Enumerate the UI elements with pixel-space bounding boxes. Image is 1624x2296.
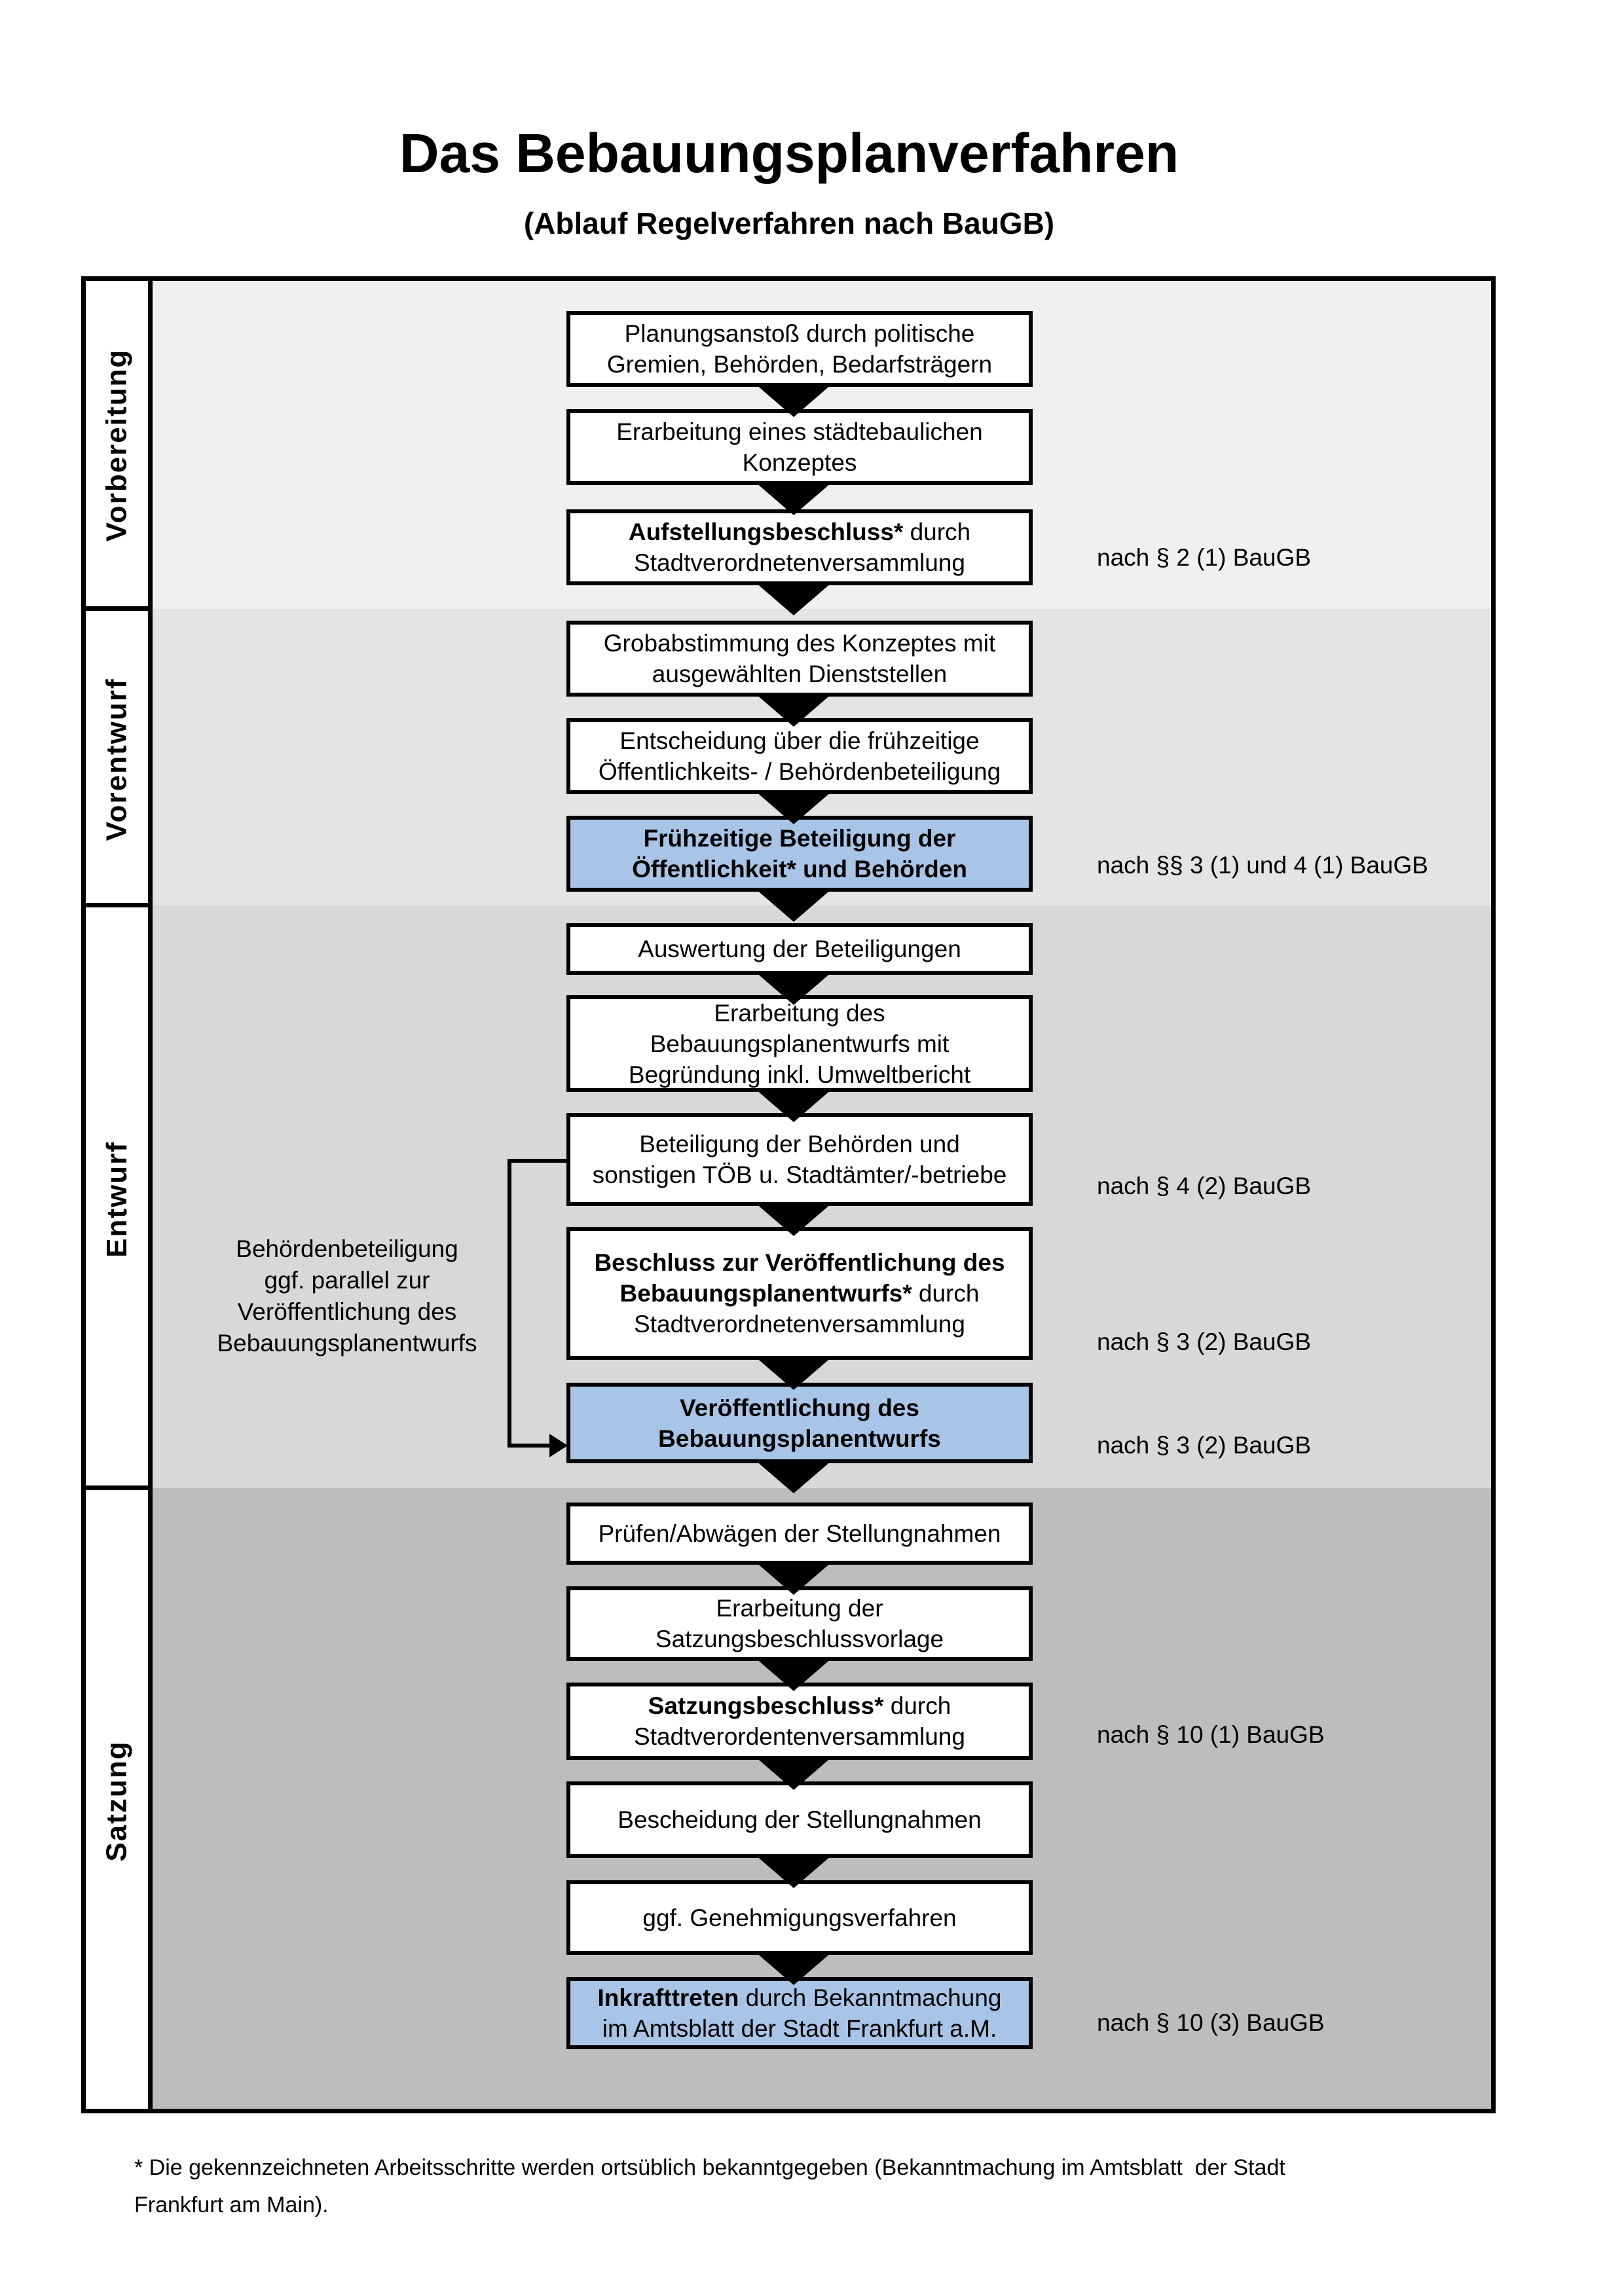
phase-divider — [86, 1485, 153, 1490]
step-text: Prüfen/Abwägen der Stellungnahmen — [598, 1520, 1001, 1547]
flow-arrow-icon — [756, 1855, 832, 1888]
flow-arrow-icon — [756, 483, 832, 515]
phase-label-vorbereitung: Vorbereitung — [86, 281, 148, 609]
flow-arrow-icon — [756, 889, 832, 922]
phase-label-satzung: Satzung — [86, 1493, 148, 2109]
flow-arrow-icon — [756, 1357, 832, 1390]
flowchart-frame: Vorbereitung Vorentwurf Entwurf Satzung … — [81, 276, 1496, 2113]
flow-arrow-icon — [756, 583, 832, 615]
step-box-auswertung: Auswertung der Beteiligungen — [566, 923, 1033, 975]
phase-label-text: Vorentwurf — [100, 678, 133, 841]
step-text-bold: Inkrafttreten — [597, 1984, 739, 2011]
page-title: Das Bebauungsplanverfahren — [399, 122, 1179, 184]
step-text: Auswertung der Beteiligungen — [638, 936, 961, 962]
step-text: Erarbeitung eines städtebaulichen Konzep… — [616, 418, 983, 476]
step-box-aufstellungsbeschluss: Aufstellungsbeschluss* durch Stadtverord… — [566, 509, 1033, 585]
step-box-inkrafttreten: Inkrafttreten durch Bekanntmachung im Am… — [566, 1977, 1033, 2049]
footnote: * Die gekennzeichneten Arbeitsschritte w… — [134, 2155, 1285, 2217]
page-subtitle: (Ablauf Regelverfahren nach BauGB) — [523, 206, 1055, 240]
phase-label-text: Entwurf — [100, 1140, 133, 1258]
bracket-arrowhead-icon — [549, 1434, 568, 1457]
bracket-line-vertical — [507, 1159, 511, 1448]
step-text: ggf. Genehmigungsverfahren — [642, 1904, 957, 1931]
phase-label-column — [86, 281, 148, 2109]
flow-arrow-icon — [756, 1952, 832, 1985]
flow-arrow-icon — [756, 972, 832, 1005]
legal-ref: nach § 2 (1) BauGB — [1097, 544, 1312, 571]
bracket-line-top — [507, 1159, 566, 1163]
legal-ref: nach § 3 (2) BauGB — [1097, 1328, 1312, 1355]
legal-ref: nach § 10 (1) BauGB — [1097, 1721, 1325, 1748]
step-box-konzept: Erarbeitung eines städtebaulichen Konzep… — [566, 409, 1033, 485]
step-box-planungsanstoss: Planungsanstoß durch politische Gremien,… — [566, 311, 1033, 387]
step-text-bold: Aufstellungsbeschluss* — [628, 519, 904, 545]
step-box-grobabstimmung: Grobabstimmung des Konzeptes mit ausgewä… — [566, 621, 1033, 697]
step-box-pruefen-abwaegen: Prüfen/Abwägen der Stellungnahmen — [566, 1503, 1033, 1565]
bracket-line-bottom — [507, 1444, 551, 1448]
step-box-bescheidung: Bescheidung der Stellungnahmen — [566, 1781, 1033, 1858]
step-box-genehmigungsverfahren: ggf. Genehmigungsverfahren — [566, 1880, 1033, 1955]
step-box-veroeffentlichung: Veröffentlichung des Bebauungsplanentwur… — [566, 1383, 1033, 1463]
step-text: Bescheidung der Stellungnahmen — [618, 1806, 982, 1833]
legal-ref: nach § 4 (2) BauGB — [1097, 1173, 1312, 1199]
flow-arrow-icon — [756, 1461, 832, 1493]
step-text: Grobabstimmung des Konzeptes mit ausgewä… — [603, 630, 996, 687]
step-box-beschluss-veroeffentlichung: Beschluss zur Veröffentlichung des Bebau… — [566, 1227, 1033, 1360]
phase-label-vorentwurf: Vorentwurf — [86, 613, 148, 905]
legal-ref: nach § 3 (2) BauGB — [1097, 1432, 1312, 1459]
flow-arrow-icon — [756, 1658, 832, 1691]
step-box-entscheidung: Entscheidung über die frühzeitige Öffent… — [566, 718, 1033, 794]
flow-arrow-icon — [756, 1757, 832, 1790]
step-text: durch Stadtverordnetenversammlung — [634, 519, 971, 576]
flowchart-inner: Vorbereitung Vorentwurf Entwurf Satzung … — [86, 281, 1491, 2109]
step-box-satzungsbeschluss: Satzungsbeschluss* durch Stadtverordente… — [566, 1683, 1033, 1760]
phase-column-border — [148, 281, 153, 2109]
step-text: Erarbeitung des Bebauungsplanentwurfs mi… — [628, 999, 971, 1088]
legal-ref: nach §§ 3 (1) und 4 (1) BauGB — [1097, 852, 1428, 879]
step-text: Erarbeitung der Satzungsbeschlussvorlage — [655, 1595, 944, 1652]
step-box-beteiligung-behoerden: Beteiligung der Behörden und sonstigen T… — [566, 1113, 1033, 1206]
step-text-bold: Satzungsbeschluss* — [648, 1692, 884, 1719]
phase-divider — [86, 606, 153, 611]
legal-ref: nach § 10 (3) BauGB — [1097, 2009, 1325, 2036]
flow-arrow-icon — [756, 694, 832, 727]
phase-label-text: Satzung — [100, 1740, 133, 1862]
phase-label-text: Vorbereitung — [100, 348, 133, 541]
parallel-note: Behördenbeteiligung ggf. parallel zur Ve… — [217, 1235, 477, 1357]
flow-arrow-icon — [756, 1089, 832, 1122]
step-text: Beteiligung der Behörden und sonstigen T… — [592, 1131, 1007, 1188]
flow-arrow-icon — [756, 1562, 832, 1595]
step-text: Planungsanstoß durch politische Gremien,… — [606, 320, 993, 378]
phase-divider — [86, 903, 153, 907]
step-box-erarbeitung-entwurf: Erarbeitung des Bebauungsplanentwurfs mi… — [566, 995, 1033, 1092]
step-text: Entscheidung über die frühzeitige Öffent… — [598, 727, 1001, 785]
step-text-bold: Veröffentlichung des Bebauungsplanentwur… — [658, 1394, 941, 1452]
step-text: durch Bekanntmachung im Amtsblatt der St… — [602, 1984, 1002, 2042]
flow-arrow-icon — [756, 384, 832, 417]
step-text: durch Stadtverordentenversammlung — [634, 1692, 965, 1750]
step-text-bold: Frühzeitige Beteiligung der Öffentlichke… — [632, 825, 967, 883]
step-box-fruehzeitige-beteiligung: Frühzeitige Beteiligung der Öffentlichke… — [566, 816, 1033, 892]
step-text: durch Stadtverordnetenversammlung — [634, 1280, 980, 1338]
flow-arrow-icon — [756, 792, 832, 824]
phase-label-entwurf: Entwurf — [86, 910, 148, 1488]
step-text-bold: Beschluss zur Veröffentlichung des Bebau… — [594, 1249, 1005, 1307]
flow-arrow-icon — [756, 1203, 832, 1236]
step-box-satzungsvorlage: Erarbeitung der Satzungsbeschlussvorlage — [566, 1586, 1033, 1661]
